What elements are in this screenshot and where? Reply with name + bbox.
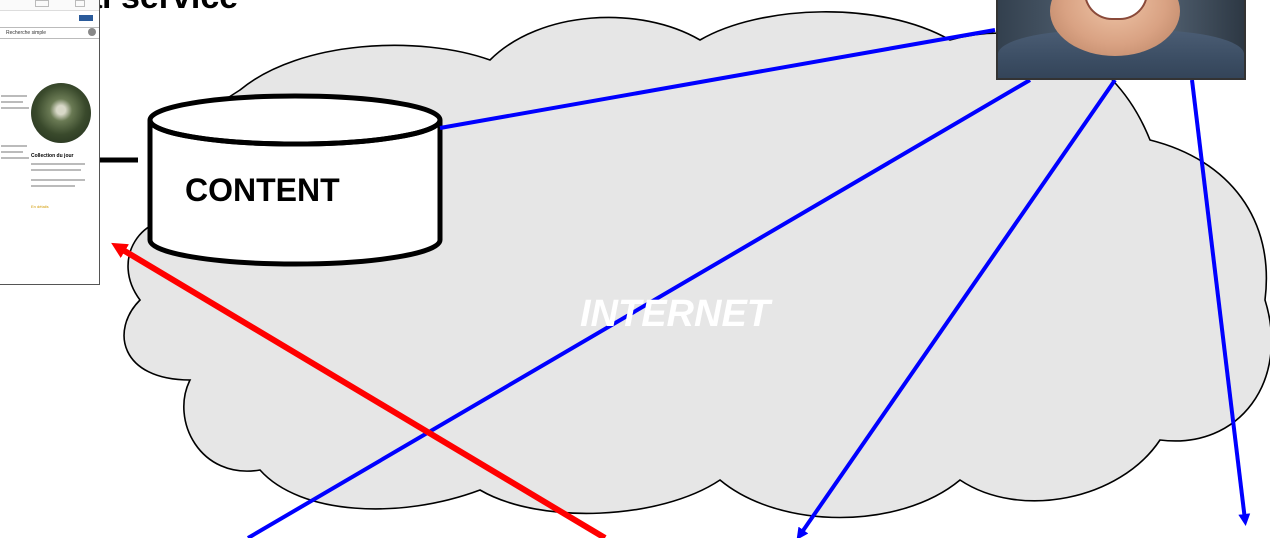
thumbnail-text-line: [1, 95, 27, 97]
thumbnail-text-line: [1, 157, 29, 159]
thumbnail-text-line: [31, 163, 85, 165]
blue-arrow-to-bottom-right: [1190, 79, 1251, 526]
thumbnail-text-line: [31, 179, 85, 181]
blue-arrow-to-bottom-center: [796, 78, 1117, 538]
thumbnail-text-line: [31, 169, 81, 171]
blue-line-to-bottom-left: [246, 78, 1032, 538]
thumbnail-button: [79, 15, 93, 21]
red-arrow-to-thumbnail: [111, 242, 607, 538]
thumbnail-caption: Collection du jour: [31, 153, 74, 159]
thumbnail-search-icon: [88, 28, 96, 36]
thumbnail-text-line: [1, 151, 23, 153]
thumbnail-search-bar: Recherche simple: [0, 27, 99, 39]
thumbnail-text-line: [1, 145, 27, 147]
thumbnail-text-line: [31, 185, 75, 187]
thumbnail-photo: [31, 83, 91, 143]
cloud-label: INTERNET: [580, 293, 770, 335]
thumbnail-ui-box: [75, 0, 85, 7]
cylinder-label: CONTENT: [185, 172, 340, 208]
thumbnail-ui-box: [35, 0, 49, 7]
blue-line-to-cylinder: [439, 28, 996, 130]
thumbnail-topbar: [0, 0, 99, 11]
person-photo-icon: [996, 0, 1246, 80]
website-thumbnail: Recherche simple Collection du jour En d…: [0, 0, 100, 285]
thumbnail-text-line: [1, 107, 29, 109]
content-cylinder: [147, 93, 443, 267]
thumbnail-text-line: [1, 101, 23, 103]
thumbnail-link: En détails: [31, 204, 49, 209]
